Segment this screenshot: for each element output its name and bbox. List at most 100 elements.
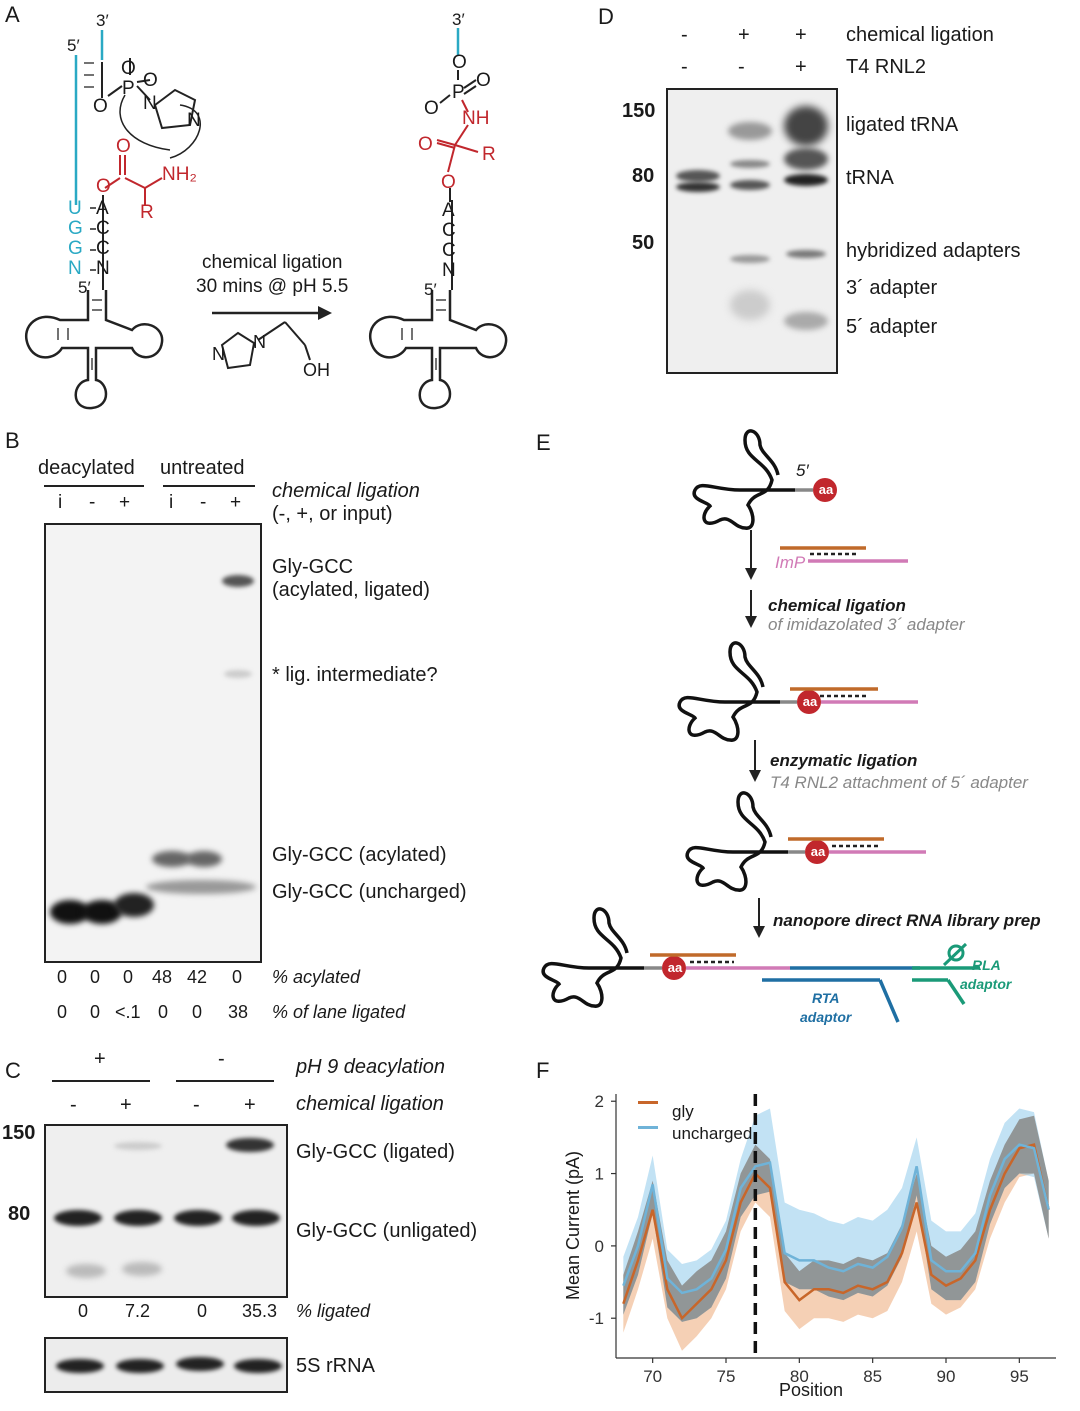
ester-o: O: [96, 176, 111, 197]
b-legend-line1: chemical ligation: [272, 480, 420, 502]
e-step2-sub: T4 RNL2 attachment of 5´ adapter: [770, 773, 1028, 792]
c-band-unligated: Gly-GCC (unligated): [296, 1220, 478, 1242]
imidazole-ring: [153, 88, 197, 130]
phosphate-o2: O: [143, 70, 158, 91]
phosphate-p: P: [122, 78, 135, 99]
c-deacyl-mark-2: -: [218, 1048, 225, 1070]
x-tick-label: 70: [643, 1367, 662, 1386]
x-tick-label: 80: [790, 1367, 809, 1386]
b-acyl-3: 0: [123, 967, 134, 987]
b-acyl-1: 0: [57, 967, 68, 987]
c-marker-150: 150: [2, 1122, 36, 1144]
e-rla-label-2: adaptor: [960, 976, 1012, 992]
b-band-label-4: Gly-GCC (acylated): [272, 844, 447, 866]
b-lig-3: <.1: [115, 1002, 141, 1022]
e-aa-label-2: aa: [802, 694, 818, 709]
x-tick-label: 90: [937, 1367, 956, 1386]
five-prime-right: 5′: [424, 280, 437, 299]
five-prime-trna-left: 5′: [78, 278, 91, 297]
b-lig-1: 0: [57, 1002, 68, 1022]
arrow-label-line1: chemical ligation: [202, 252, 343, 273]
b-band-label-3: * lig. intermediate?: [272, 664, 438, 686]
ci-band-overlap: [623, 1115, 1049, 1322]
panel-e-workflow: [541, 429, 980, 1023]
carbonyl-o: O: [116, 136, 131, 157]
r-group: R: [140, 202, 154, 223]
d-row2-label: T4 RNL2: [846, 56, 927, 78]
e-step1-title: chemical ligation: [768, 596, 906, 615]
c-marker-80: 80: [8, 1203, 31, 1225]
c-lig-label: chemical ligation: [296, 1093, 444, 1115]
three-prime-left: 3′: [96, 11, 109, 30]
x-tick-label: 95: [1010, 1367, 1029, 1386]
panel-label-c: C: [5, 1058, 21, 1083]
gel-panel-d: [666, 88, 838, 374]
d-band-hybridized: hybridized adapters: [846, 240, 1021, 262]
c-pct-label: % ligated: [296, 1301, 371, 1321]
e-aa-label-3: aa: [810, 844, 826, 859]
trna-cloverleaf-right: [369, 290, 508, 410]
c-pct-2: 7.2: [125, 1301, 151, 1321]
imidazole-n2: N: [187, 110, 201, 131]
series-line-uncharged: [622, 1143, 1050, 1295]
b-group-deacylated: deacylated: [38, 457, 135, 479]
adapter-base-2: G: [68, 218, 83, 239]
product-p: P: [452, 82, 465, 103]
trna-base-3: C: [96, 238, 110, 259]
imidazole-n: N: [143, 93, 157, 114]
d-row1-mark-3: +: [795, 24, 807, 46]
f-xlabel: Position: [779, 1380, 844, 1400]
e-step2-title: enzymatic ligation: [770, 751, 918, 770]
panel-a-scheme: [25, 28, 508, 410]
three-prime-right: 3′: [452, 10, 465, 29]
b-divider-deacylated: [44, 485, 144, 487]
b-acyl-6: 0: [232, 967, 243, 987]
e-five-prime: 5′: [796, 461, 809, 480]
e-trna-2: [677, 641, 780, 742]
e-step1-sub: of imidazolated 3´ adapter: [768, 615, 965, 634]
e-aa-label-4: aa: [667, 960, 683, 975]
d-row2-mark-3: +: [795, 56, 807, 78]
e-rta-label-1: RTA: [812, 990, 840, 1006]
e-trna-1: [692, 429, 795, 530]
aa-circle-3: [805, 840, 829, 864]
b-lane-mark-2: -: [89, 492, 96, 513]
panel-label-e: E: [536, 430, 551, 455]
legend-label-gly: gly: [672, 1102, 694, 1121]
e-trna-3: [685, 791, 788, 892]
panel-label-f: F: [536, 1058, 550, 1083]
e-rla-label-1: RLA: [972, 957, 1001, 973]
c-pct-4: 35.3: [242, 1301, 278, 1321]
b-acyl-2: 0: [90, 967, 101, 987]
gel-panel-b: [44, 523, 262, 963]
b-lig-label: % of lane ligated: [272, 1002, 406, 1022]
b-divider-untreated: [163, 485, 255, 487]
product-base-1: A: [442, 200, 455, 221]
d-row2-mark-2: -: [738, 56, 745, 78]
b-lane-mark-1: i: [58, 492, 63, 513]
product-o-double: O: [476, 70, 491, 91]
product-base-3: C: [442, 240, 456, 261]
aa-circle-2: [797, 690, 821, 714]
c-loading-label: 5S rRNA: [296, 1355, 375, 1377]
e-trna-4: [541, 907, 644, 1008]
trna-base-4: N: [96, 258, 110, 279]
b-acyl-4: 48: [152, 967, 173, 987]
x-tick-label: 85: [863, 1367, 882, 1386]
product-nh: NH: [462, 108, 490, 129]
e-step3-title: nanopore direct RNA library prep: [773, 911, 1041, 930]
d-band-ligated-trna: ligated tRNA: [846, 114, 959, 136]
b-band-label-5: Gly-GCC (uncharged): [272, 881, 467, 903]
y-tick-label: 2: [595, 1092, 604, 1111]
product-base-2: C: [442, 220, 456, 241]
b-lig-6: 38: [228, 1002, 249, 1022]
b-lig-2: 0: [90, 1002, 101, 1022]
b-acyl-label: % acylated: [272, 967, 361, 987]
b-group-untreated: untreated: [160, 457, 245, 479]
d-row1-mark-1: -: [681, 24, 688, 46]
b-legend-line2: (-, +, or input): [272, 503, 393, 525]
d-band-trna: tRNA: [846, 167, 894, 189]
b-lane-mark-4: i: [169, 492, 174, 513]
y-tick-label: -1: [589, 1309, 604, 1328]
